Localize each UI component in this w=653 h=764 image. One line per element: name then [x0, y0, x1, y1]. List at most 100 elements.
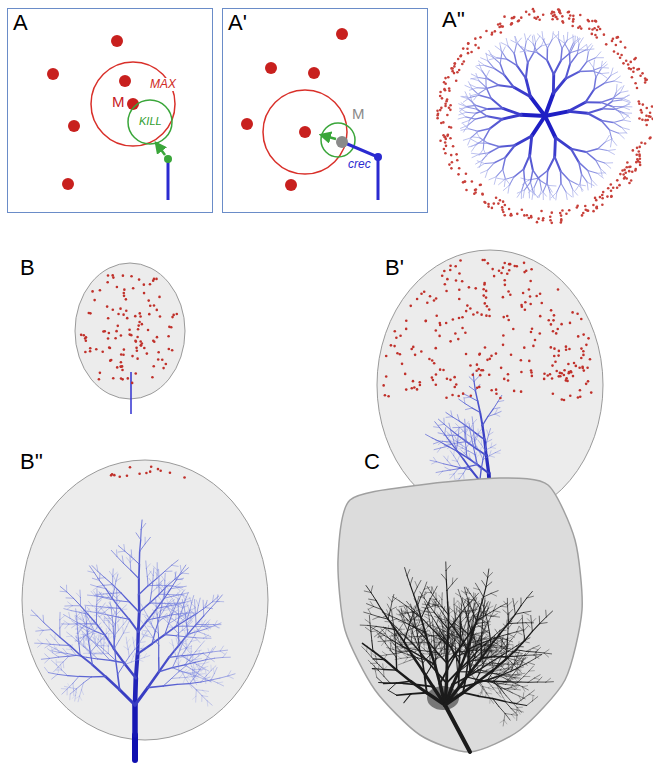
vein-segment	[524, 169, 525, 181]
vein-segment	[165, 635, 176, 636]
vein-segment	[622, 95, 628, 100]
vein-segment	[136, 533, 141, 540]
vein-segment	[438, 433, 445, 434]
vein-segment	[447, 456, 449, 461]
vein-segment	[463, 98, 469, 103]
auxin-source	[153, 304, 156, 307]
auxin-source	[457, 395, 460, 398]
auxin-source	[582, 333, 585, 336]
vein-segment	[151, 588, 156, 593]
vein-segment	[514, 54, 517, 66]
auxin-source	[99, 289, 102, 292]
auxin-source	[561, 209, 564, 212]
auxin-source	[109, 347, 112, 350]
vein-segment	[97, 608, 102, 614]
auxin-source	[171, 349, 174, 352]
vein-segment	[54, 634, 55, 639]
auxin-source	[640, 109, 643, 112]
auxin-source	[558, 8, 561, 11]
auxin-source	[552, 330, 555, 333]
auxin-source	[573, 362, 576, 365]
auxin-source	[572, 18, 575, 21]
auxin-source	[555, 370, 558, 373]
auxin-source	[485, 30, 488, 33]
auxin-source	[464, 180, 467, 183]
auxin-source	[119, 75, 131, 87]
auxin-source	[620, 54, 623, 57]
vein-segment	[478, 128, 490, 131]
vein-segment	[528, 39, 534, 44]
auxin-source	[445, 322, 448, 325]
auxin-source	[528, 217, 531, 220]
vein-segment	[536, 36, 540, 43]
auxin-source	[431, 376, 434, 379]
auxin-source	[135, 347, 138, 350]
auxin-source	[634, 169, 637, 172]
vein-segment	[620, 91, 628, 93]
kill-radius	[321, 123, 355, 157]
vein-segment	[60, 586, 66, 591]
auxin-source	[241, 118, 253, 130]
auxin-source	[453, 386, 456, 389]
vein-segment	[132, 705, 138, 735]
vein-segment	[72, 683, 74, 689]
auxin-source	[599, 196, 602, 199]
vein-segment	[91, 618, 92, 624]
vein-segment	[142, 614, 148, 616]
vein-segment	[176, 626, 186, 627]
auxin-source	[542, 13, 545, 16]
auxin-source	[560, 323, 563, 326]
vein-segment	[113, 572, 117, 576]
auxin-source	[454, 332, 457, 335]
vein-segment	[461, 450, 465, 454]
auxin-source	[109, 359, 112, 362]
auxin-source	[507, 319, 510, 322]
vein-segment	[145, 537, 150, 544]
auxin-source	[640, 141, 643, 144]
auxin-source	[591, 28, 594, 31]
vein-segment	[161, 589, 164, 594]
auxin-source	[106, 305, 109, 308]
vein-segment	[79, 637, 84, 644]
vein-segment	[111, 550, 117, 556]
auxin-source	[567, 372, 570, 375]
auxin-source	[436, 114, 439, 117]
vein-segment	[101, 637, 104, 641]
vein-segment	[94, 615, 99, 616]
auxin-source	[134, 340, 137, 343]
auxin-source	[640, 111, 643, 114]
vein-segment	[460, 436, 465, 439]
vein-segment	[168, 614, 171, 624]
vein-segment	[461, 422, 465, 426]
vein-segment	[476, 464, 482, 470]
auxin-source	[502, 211, 505, 214]
vein-segment	[103, 620, 108, 622]
auxin-source	[152, 339, 155, 342]
auxin-source	[125, 309, 128, 312]
vein-segment	[95, 612, 99, 617]
auxin-source	[450, 167, 453, 170]
vein-segment	[578, 184, 584, 190]
vein-segment	[489, 58, 497, 60]
vein-segment	[597, 172, 605, 174]
auxin-source	[499, 23, 502, 26]
vein-segment	[465, 440, 466, 448]
vein-segment	[114, 630, 119, 636]
vein-segment	[38, 643, 43, 647]
vein-segment	[67, 632, 72, 636]
auxin-source	[577, 335, 580, 338]
auxin-source	[503, 378, 506, 381]
vein-segment	[616, 87, 621, 93]
auxin-source	[138, 312, 141, 315]
vein-segment	[118, 546, 124, 551]
vein-segment	[596, 52, 601, 58]
vein-segment	[530, 136, 532, 155]
auxin-source	[444, 283, 447, 286]
vein-segment	[96, 589, 97, 596]
vein-segment	[564, 43, 569, 52]
vein-segment	[623, 115, 629, 120]
auxin-source	[459, 259, 462, 262]
auxin-source	[595, 207, 598, 210]
vein-segment	[130, 602, 140, 612]
auxin-source	[517, 20, 520, 23]
